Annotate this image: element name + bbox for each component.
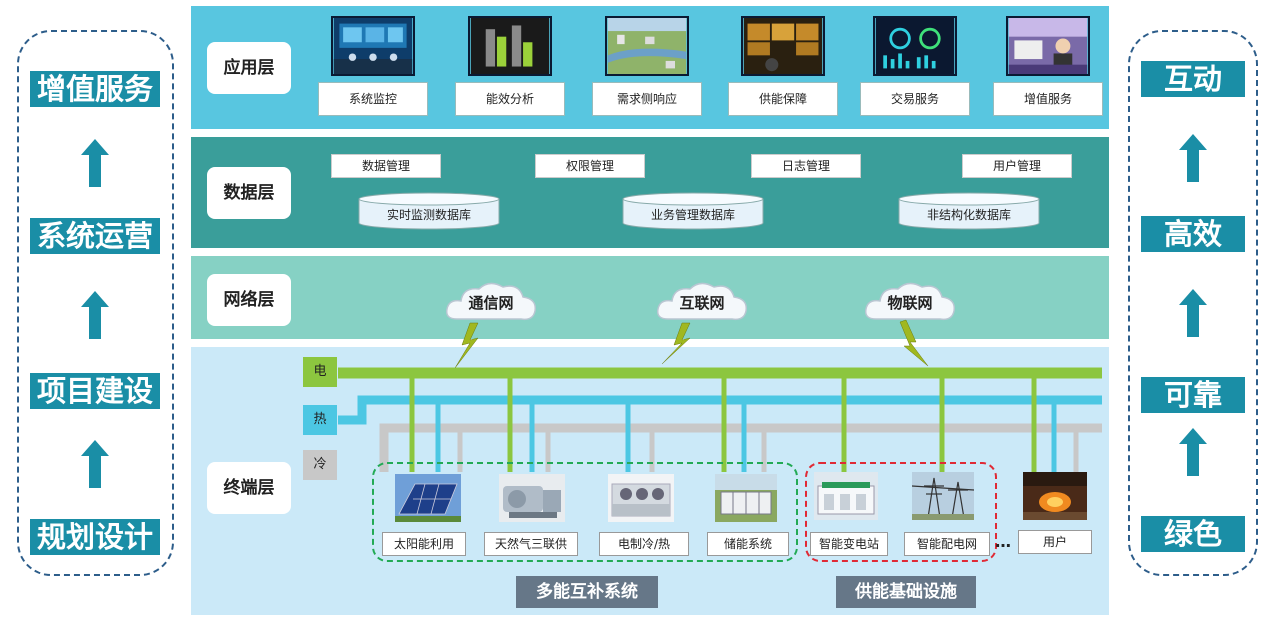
electric-cooling-heating-label: 电制冷/热: [599, 532, 689, 556]
multi-energy-group-frame: [372, 462, 798, 562]
business-management-database: 业务管理数据库: [622, 192, 764, 230]
data-layer: 数据层 数据管理 权限管理 日志管理 用户管理 实时监测数据库 业务管理数据库 …: [191, 137, 1109, 248]
realtime-monitoring-database: 实时监测数据库: [358, 192, 500, 230]
right-item-reliable: 可靠: [1141, 374, 1245, 416]
communication-network-label: 通信网: [468, 294, 514, 312]
monitor-wall-image: [741, 16, 825, 76]
smart-distribution-grid-label: 智能配电网: [904, 532, 990, 556]
iot-label: 物联网: [887, 294, 933, 312]
left-column-frame: [17, 30, 174, 576]
right-item-interactive: 互动: [1141, 58, 1245, 100]
internet-cloud: 互联网: [654, 279, 750, 325]
internet-label: 互联网: [679, 294, 725, 312]
gas-cchp-label: 天然气三联供: [484, 532, 578, 556]
gas-turbine-icon: [499, 474, 565, 522]
app-energy-analysis-label: 能效分析: [455, 82, 565, 116]
infrastructure-group-frame: [805, 462, 997, 562]
user-management-box: 用户管理: [962, 154, 1072, 178]
up-arrow-icon: [1179, 134, 1207, 182]
left-item-system-operation: 系统运营: [30, 215, 160, 257]
smart-substation-label: 智能变电站: [810, 532, 888, 556]
electricity-line-tag: 电: [303, 357, 337, 387]
unstructured-database: 非结构化数据库: [898, 192, 1040, 230]
energy-supply-infrastructure-label: 供能基础设施: [836, 576, 976, 608]
app-value-added-service-label: 增值服务: [993, 82, 1103, 116]
energy-storage-label: 储能系统: [707, 532, 789, 556]
multi-energy-complementary-system-label: 多能互补系统: [516, 576, 658, 608]
communication-network-cloud: 通信网: [443, 279, 539, 325]
solar-utilization-label: 太阳能利用: [382, 532, 466, 556]
heat-line-tag: 热: [303, 405, 337, 435]
cloud-icon: [656, 282, 747, 321]
app-system-monitoring-label: 系统监控: [318, 82, 428, 116]
up-arrow-icon: [1179, 428, 1207, 476]
app-trading-service-label: 交易服务: [860, 82, 970, 116]
unstructured-database-label: 非结构化数据库: [926, 208, 1011, 222]
terminal-layer-title: 终端层: [207, 462, 291, 514]
substation-icon: [814, 472, 878, 520]
network-layer: 网络层: [191, 256, 1109, 339]
right-column-frame: [1128, 30, 1258, 576]
network-layer-title: 网络层: [207, 274, 291, 326]
realtime-monitoring-database-label: 实时监测数据库: [386, 208, 471, 222]
left-item-value-added-service: 增值服务: [30, 68, 160, 110]
control-room-image: [331, 16, 415, 76]
database-cylinder-icon: [898, 192, 1040, 230]
up-arrow-icon: [81, 440, 109, 488]
factory-icon: [1023, 472, 1087, 520]
user-label: 用户: [1018, 530, 1092, 554]
chiller-icon: [608, 474, 674, 522]
ellipsis: …: [995, 532, 1011, 551]
cold-line-tag: 冷: [303, 450, 337, 480]
up-arrow-icon: [81, 291, 109, 339]
energy-storage-icon: [715, 474, 777, 522]
business-management-database-label: 业务管理数据库: [650, 208, 735, 222]
cloud-icon: [445, 282, 536, 321]
dashboard-image: [873, 16, 957, 76]
iot-cloud: 物联网: [862, 279, 958, 325]
left-item-planning-design: 规划设计: [30, 516, 160, 558]
cloud-icon: [864, 282, 955, 321]
bar-chart-image: [468, 16, 552, 76]
app-demand-response-label: 需求侧响应: [592, 82, 702, 116]
city-aerial-image: [605, 16, 689, 76]
left-item-project-construction: 项目建设: [30, 370, 160, 412]
service-desk-image: [1006, 16, 1090, 76]
permission-management-box: 权限管理: [535, 154, 645, 178]
power-tower-icon: [912, 472, 974, 520]
log-management-box: 日志管理: [751, 154, 861, 178]
up-arrow-icon: [1179, 289, 1207, 337]
application-layer: 应用层 系统监控 能效分析 需求侧响应 供能保障 交易服务 增值服务: [191, 6, 1109, 129]
application-layer-title: 应用层: [207, 42, 291, 94]
solar-panel-icon: [395, 474, 461, 522]
app-energy-supply-assurance-label: 供能保障: [728, 82, 838, 116]
data-management-box: 数据管理: [331, 154, 441, 178]
data-layer-title: 数据层: [207, 167, 291, 219]
database-cylinder-icon: [358, 192, 500, 230]
lightning-icon: [454, 322, 479, 369]
right-item-efficient: 高效: [1141, 213, 1245, 255]
lightning-icon: [899, 319, 929, 367]
database-cylinder-icon: [622, 192, 764, 230]
right-item-green: 绿色: [1141, 513, 1245, 555]
up-arrow-icon: [81, 139, 109, 187]
lightning-icon: [661, 322, 691, 365]
